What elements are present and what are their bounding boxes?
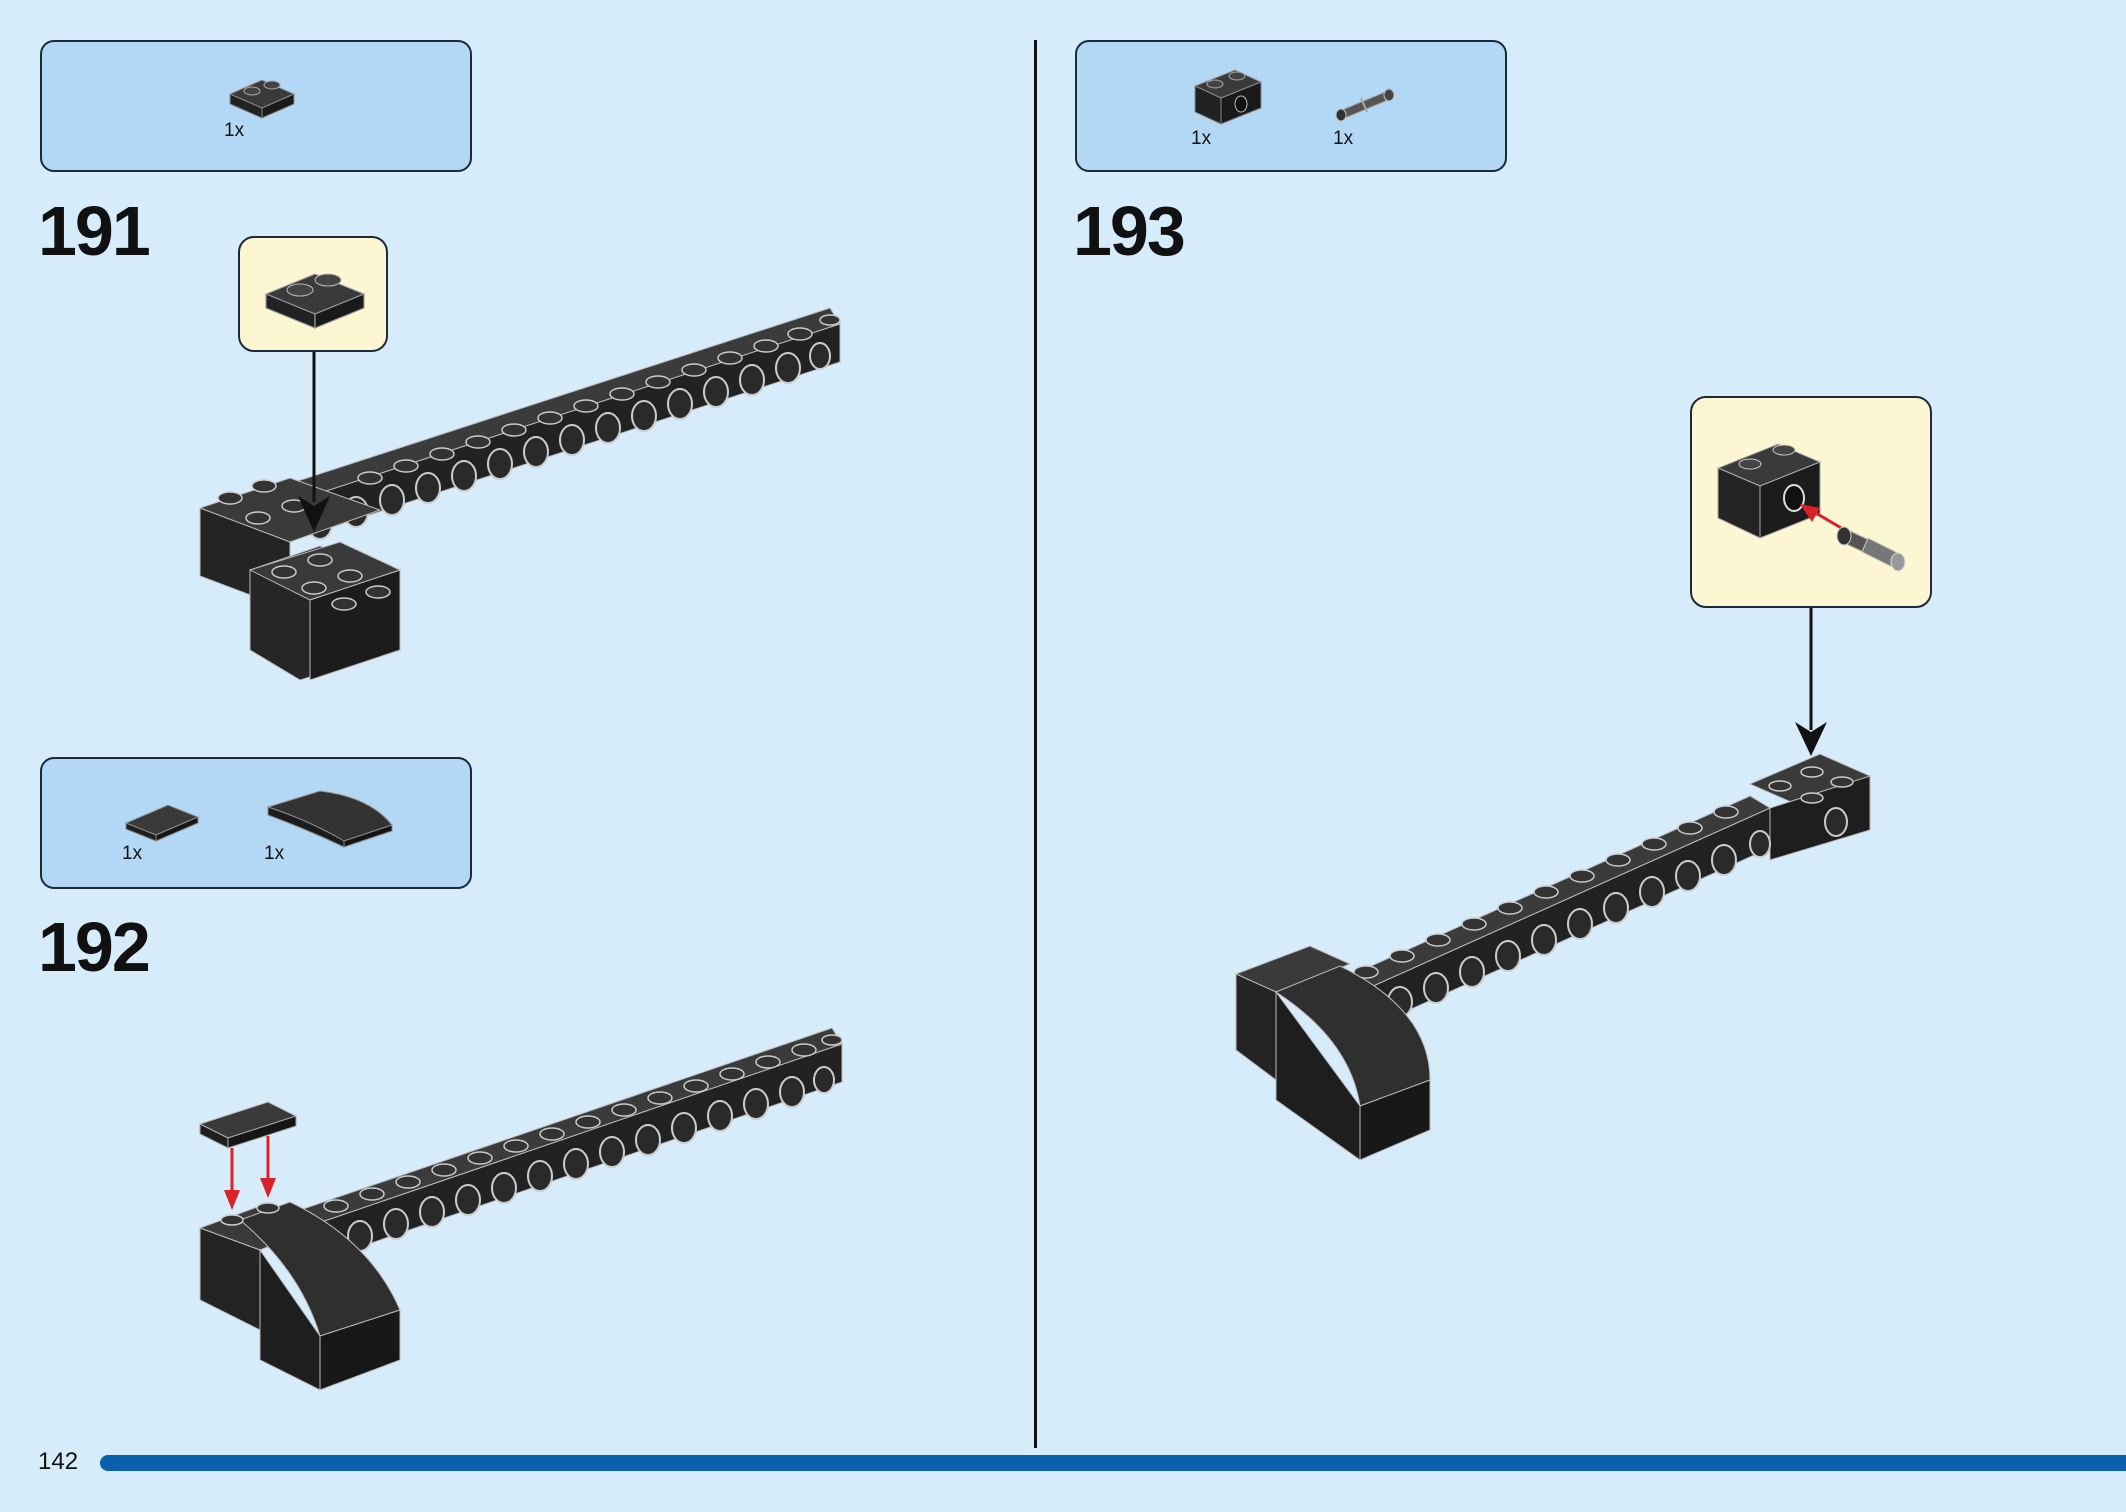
part-quantity: 1x: [1333, 128, 1354, 149]
parts-list-192: 1x 1x: [40, 757, 472, 889]
parts-list-191: 1x: [40, 40, 472, 172]
step-number-191: 191: [38, 192, 151, 270]
curved-slope-icon: [266, 790, 393, 848]
part-quantity: 1x: [1191, 128, 1212, 149]
callout-193: [1690, 396, 1932, 608]
plate-1x2-icon: [228, 79, 296, 119]
part-quantity: 1x: [264, 843, 285, 864]
progress-bar: [100, 1455, 2126, 1471]
step-number-193: 193: [1073, 192, 1186, 270]
technic-brick-with-pin-icon: [1716, 443, 1906, 572]
plate-1x2-icon: [264, 273, 366, 329]
callout-191: [238, 236, 388, 352]
tile-1x2-icon: [124, 804, 200, 842]
part-quantity: 1x: [224, 120, 245, 141]
part-quantity: 1x: [122, 843, 143, 864]
column-divider: [1034, 40, 1037, 1448]
step-number-192: 192: [38, 908, 151, 986]
technic-pin-icon: [1335, 88, 1395, 122]
assembly-193: [1234, 608, 1872, 1161]
assembly-192: [198, 1027, 843, 1391]
parts-list-193: 1x 1x: [1075, 40, 1507, 172]
assembly-191: [198, 307, 841, 681]
technic-brick-1x2-icon: [1193, 69, 1263, 125]
page-number: 142: [38, 1448, 79, 1475]
